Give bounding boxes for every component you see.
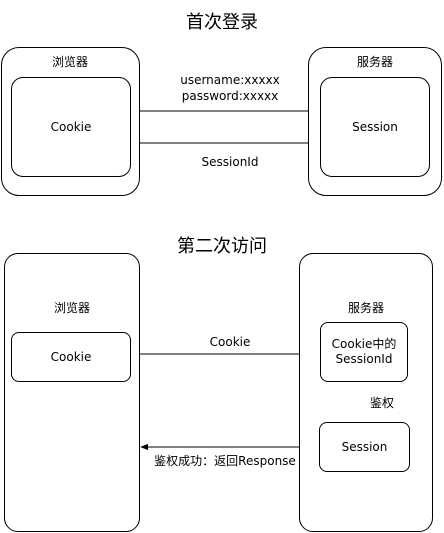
section1-server-label: 服务器 [356,55,393,69]
section2-browser-container [4,253,140,532]
section2-title: 第二次访问 [177,236,267,257]
section1-browser-label: 浏览器 [51,55,88,69]
section1-title: 首次登录 [186,12,258,33]
section2-cookie-node: Cookie [11,332,131,382]
section1-cookie-node: Cookie [11,77,131,177]
cookie-sessionid-node: Cookie中的 SessionId [320,322,408,382]
cookie-sessionid-line2: SessionId [335,352,393,366]
cookie-request-label: Cookie [209,335,251,349]
section2-browser-label: 浏览器 [53,301,90,315]
section2-server-container [299,253,433,532]
sessionid-response-label: SessionId [201,155,259,169]
section2-server-label: 服务器 [347,301,384,315]
login-request-label-password: password:xxxxx [181,89,279,103]
section2-session-node: Session [319,422,410,472]
auth-success-response-label: 鉴权成功：返回Response [154,454,296,468]
section1-session-node: Session [320,77,430,177]
auth-label: 鉴权 [369,396,394,410]
cookie-sessionid-line1: Cookie中的 [331,337,397,351]
login-request-label-username: username:xxxxx [180,73,280,87]
